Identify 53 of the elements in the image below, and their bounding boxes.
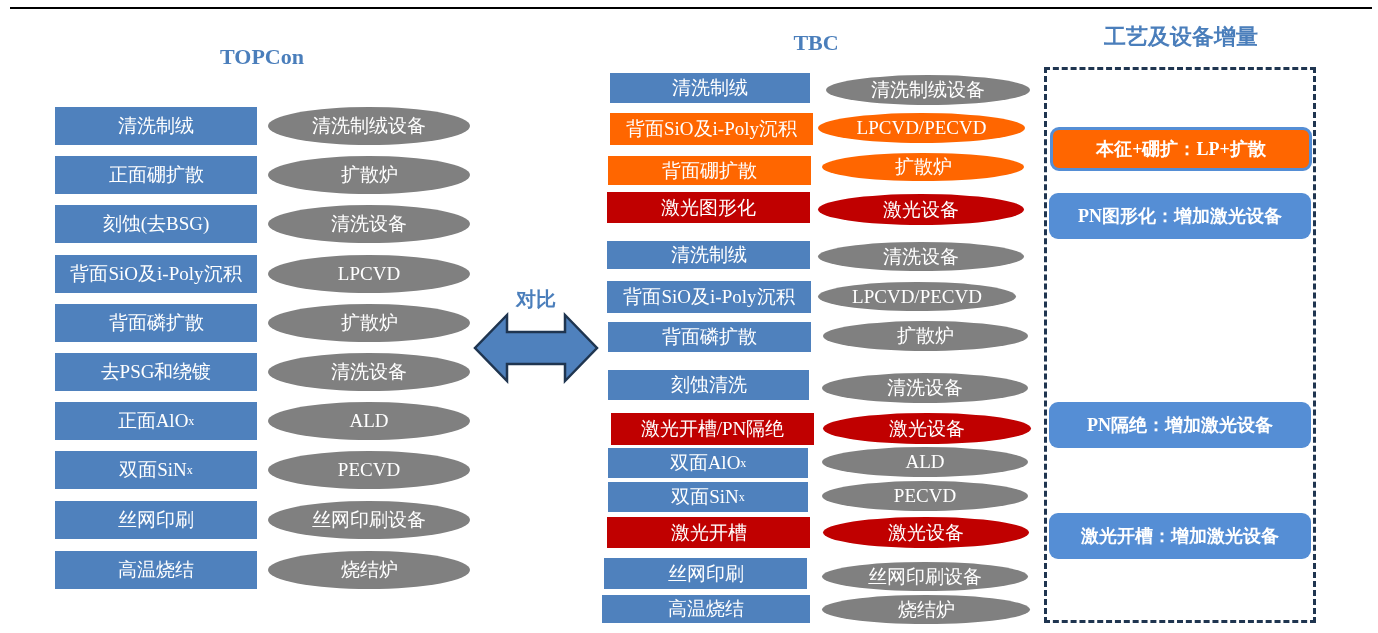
equipment-ellipse: 烧结炉 <box>822 595 1030 624</box>
increment-box: PN图形化：增加激光设备 <box>1049 193 1311 239</box>
process-box: 刻蚀清洗 <box>608 370 809 400</box>
process-box: 刻蚀(去BSG) <box>55 205 257 243</box>
process-box: 背面SiO及i-Poly沉积 <box>610 113 813 145</box>
equipment-ellipse: 丝网印刷设备 <box>268 501 470 539</box>
edge-label: 对比 <box>516 287 556 312</box>
process-box: 背面硼扩散 <box>608 156 811 185</box>
equipment-ellipse: 烧结炉 <box>268 551 470 589</box>
equipment-ellipse: LPCVD/PECVD <box>818 113 1025 143</box>
increment-box: 激光开槽：增加激光设备 <box>1049 513 1311 559</box>
process-box: 去PSG和绕镀 <box>55 353 257 391</box>
equipment-ellipse: LPCVD/PECVD <box>818 282 1016 311</box>
process-box: 激光开槽/PN隔绝 <box>611 413 814 445</box>
process-box: 高温烧结 <box>55 551 257 589</box>
process-box: 背面SiO及i-Poly沉积 <box>607 281 811 313</box>
group-heading: TOPCon <box>220 44 304 70</box>
process-box: 清洗制绒 <box>610 73 810 103</box>
process-box: 正面硼扩散 <box>55 156 257 194</box>
process-box: 背面磷扩散 <box>55 304 257 342</box>
increment-box: PN隔绝：增加激光设备 <box>1049 402 1311 448</box>
process-box: 丝网印刷 <box>55 501 257 539</box>
equipment-ellipse: LPCVD <box>268 255 470 293</box>
process-box: 高温烧结 <box>602 595 810 623</box>
equipment-ellipse: 扩散炉 <box>268 304 470 342</box>
equipment-ellipse: 扩散炉 <box>823 321 1028 351</box>
process-box: 激光图形化 <box>607 192 810 223</box>
group-heading: TBC <box>793 30 839 56</box>
process-box: 丝网印刷 <box>604 558 807 589</box>
equipment-ellipse: 清洗制绒设备 <box>268 107 470 145</box>
double-arrow <box>473 311 599 385</box>
equipment-ellipse: 清洗设备 <box>818 242 1024 271</box>
equipment-ellipse: 扩散炉 <box>822 153 1024 181</box>
equipment-ellipse: ALD <box>268 402 470 440</box>
equipment-ellipse: 激光设备 <box>818 194 1024 225</box>
group-heading: 工艺及设备增量 <box>1104 23 1258 51</box>
equipment-ellipse: PECVD <box>822 481 1028 511</box>
process-box: 清洗制绒 <box>55 107 257 145</box>
increment-box: 本征+硼扩：LP+扩散 <box>1050 127 1312 171</box>
process-box: 背面SiO及i-Poly沉积 <box>55 255 257 293</box>
process-box: 背面磷扩散 <box>608 322 811 352</box>
equipment-ellipse: 激光设备 <box>823 517 1029 548</box>
equipment-ellipse: 激光设备 <box>823 413 1031 444</box>
equipment-ellipse: PECVD <box>268 451 470 489</box>
equipment-ellipse: 清洗设备 <box>268 353 470 391</box>
equipment-ellipse: 扩散炉 <box>268 156 470 194</box>
equipment-ellipse: ALD <box>822 447 1028 477</box>
equipment-ellipse: 丝网印刷设备 <box>822 562 1028 591</box>
equipment-ellipse: 清洗设备 <box>822 373 1028 403</box>
equipment-ellipse: 清洗制绒设备 <box>826 75 1030 105</box>
equipment-ellipse: 清洗设备 <box>268 205 470 243</box>
process-box: 激光开槽 <box>607 517 810 548</box>
process-box: 清洗制绒 <box>607 241 810 269</box>
